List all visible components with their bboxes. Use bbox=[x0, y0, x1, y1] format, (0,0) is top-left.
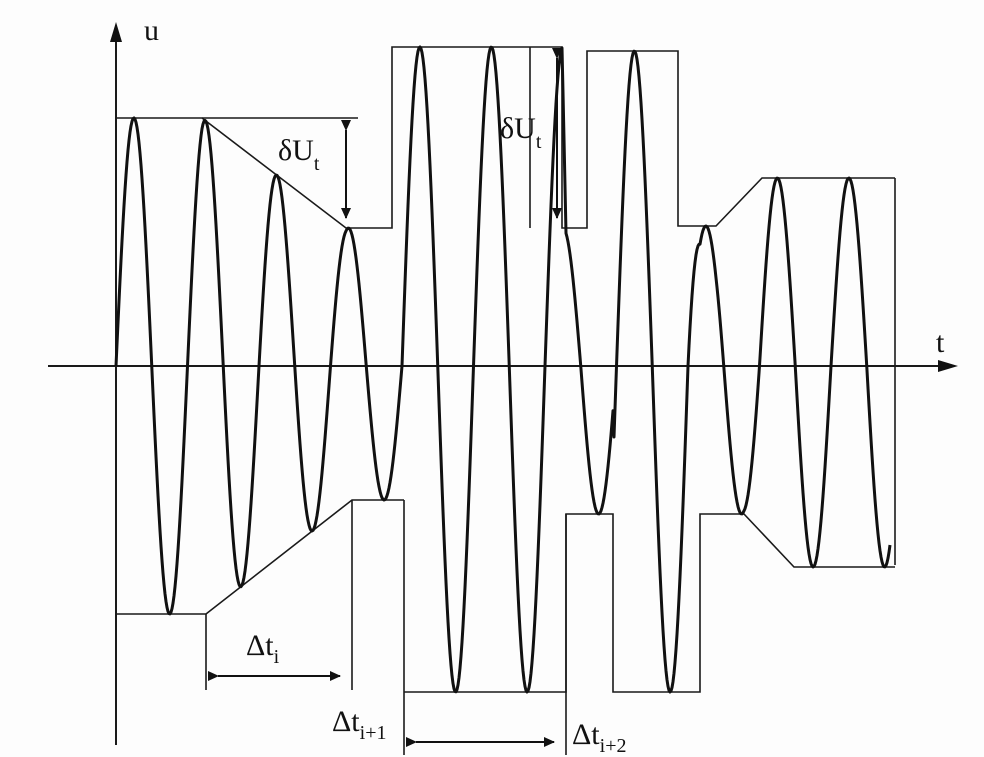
delta-u-label-1: δUt bbox=[278, 134, 320, 175]
delta-u-label-2: δUt bbox=[500, 112, 542, 153]
x-axis-label: t bbox=[936, 326, 945, 359]
modulated-sine-wave bbox=[114, 45, 892, 694]
y-axis-arrow-icon bbox=[110, 22, 122, 42]
delta-t-label-2: Δti+1 bbox=[332, 705, 386, 744]
upper-envelope bbox=[116, 46, 895, 229]
lower-envelope-line bbox=[116, 499, 404, 615]
delta-t-label-3: Δti+2 bbox=[572, 718, 626, 757]
lower-envelope-line-2 bbox=[404, 513, 895, 693]
y-axis-label: u bbox=[144, 14, 159, 47]
delta-t-label-1: Δti bbox=[246, 629, 280, 668]
x-axis-arrow-icon bbox=[938, 360, 958, 372]
